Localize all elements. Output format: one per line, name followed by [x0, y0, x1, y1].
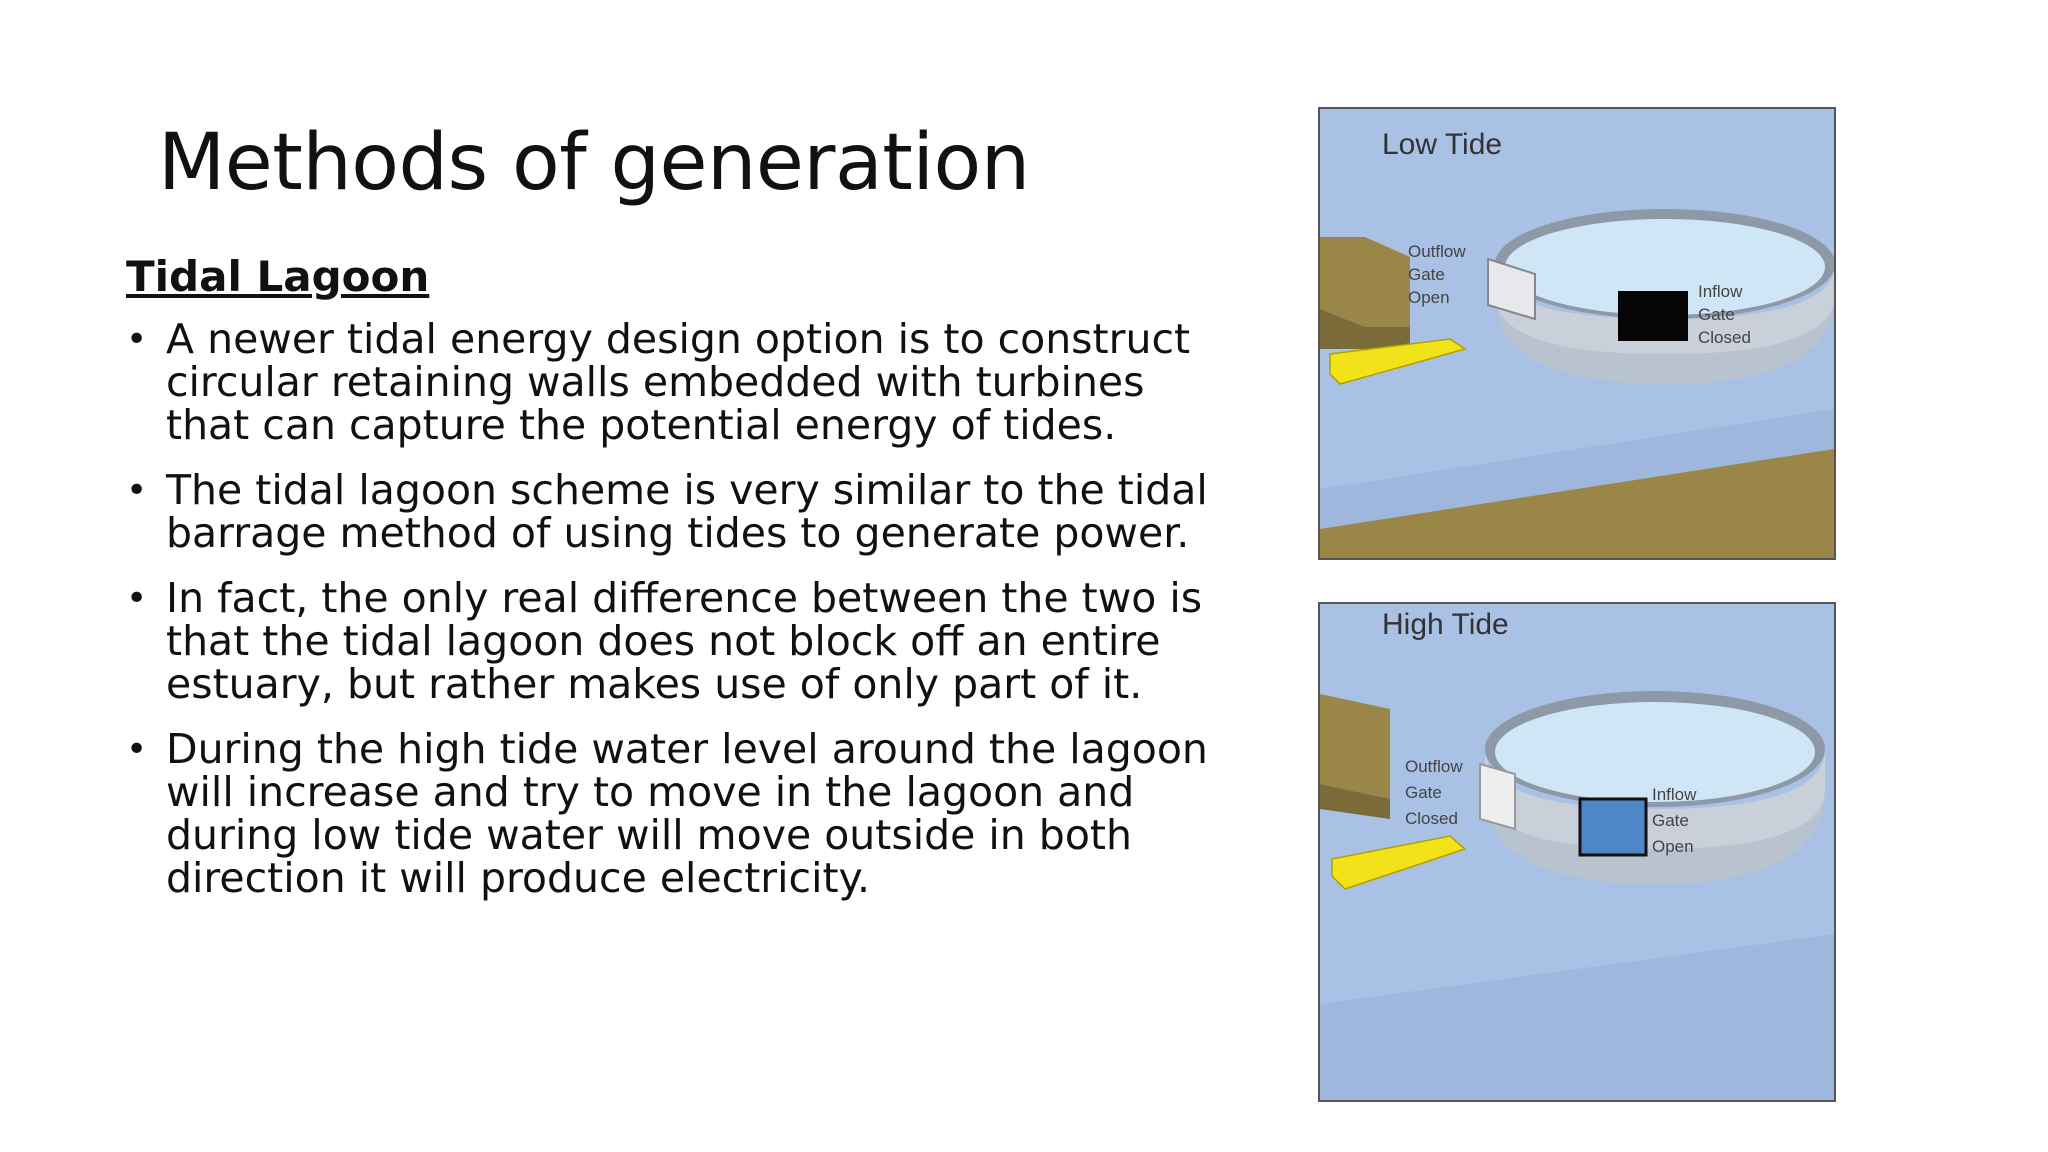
lagoon-water — [1495, 702, 1815, 802]
bullet-text: A newer tidal energy design option is to… — [166, 315, 1191, 449]
water-flow-arrow — [1331, 835, 1467, 890]
inflow-gate — [1578, 797, 1648, 857]
slide-title: Methods of generation — [158, 118, 1030, 208]
inflow-label-line: Gate — [1698, 305, 1735, 324]
sand-bank-left-side — [1320, 784, 1390, 819]
bullet-dot: • — [126, 470, 148, 511]
bullet-text: During the high tide water level around … — [166, 725, 1208, 902]
outflow-label-line: Open — [1408, 288, 1450, 307]
sand-bank-left-side — [1320, 309, 1410, 349]
bullet-dot: • — [126, 319, 148, 360]
bullet-text: The tidal lagoon scheme is very similar … — [166, 466, 1208, 557]
outflow-gate — [1487, 257, 1536, 321]
lagoon-wall-front — [1495, 264, 1834, 354]
low-tide-illustration: Low Tide Outflow Gate Open Inflow Gate C… — [1320, 109, 1834, 558]
section-heading: Tidal Lagoon — [126, 252, 430, 301]
seabed — [1320, 934, 1834, 1100]
outflow-label-line: Gate — [1408, 265, 1445, 284]
sand-bank-left — [1320, 694, 1390, 799]
lagoon-wall — [1495, 264, 1834, 384]
figure-title: Low Tide — [1382, 128, 1502, 161]
lagoon-water — [1505, 219, 1825, 315]
figure-title: High Tide — [1382, 608, 1509, 641]
lagoon-wall-front — [1485, 749, 1825, 849]
bullet-dot: • — [126, 729, 148, 770]
outflow-label-line: Gate — [1405, 783, 1442, 802]
bullet-dot: • — [126, 578, 148, 619]
sand-bank-bottom — [1320, 449, 1834, 558]
inflow-label-line: Inflow — [1652, 785, 1697, 804]
bullet-item: • The tidal lagoon scheme is very similar… — [120, 469, 1210, 555]
sand-bank-left — [1320, 237, 1410, 327]
outflow-gate — [1479, 762, 1516, 831]
bullet-item: • In fact, the only real difference betwe… — [120, 577, 1210, 706]
inflow-label-line: Closed — [1698, 328, 1751, 347]
inflow-gate — [1618, 291, 1688, 341]
lagoon-wall — [1485, 749, 1825, 884]
inflow-label-line: Inflow — [1698, 282, 1743, 301]
high-tide-figure: High Tide Outflow Gate Closed Inflow Gat… — [1318, 602, 1836, 1102]
outflow-label-line: Closed — [1405, 809, 1458, 828]
bullet-text: In fact, the only real difference betwee… — [166, 574, 1203, 708]
outflow-label-line: Outflow — [1405, 757, 1463, 776]
water-flow-arrow — [1329, 338, 1467, 385]
bullet-item: • A newer tidal energy design option is t… — [120, 318, 1210, 447]
inflow-label-line: Gate — [1652, 811, 1689, 830]
bullet-item: • During the high tide water level around… — [120, 728, 1210, 900]
outflow-label-line: Outflow — [1408, 242, 1466, 261]
low-tide-figure: Low Tide Outflow Gate Open Inflow Gate C… — [1318, 107, 1836, 560]
inflow-label-line: Open — [1652, 837, 1694, 856]
high-tide-illustration: High Tide Outflow Gate Closed Inflow Gat… — [1320, 604, 1834, 1100]
bullet-list: • A newer tidal energy design option is t… — [120, 318, 1210, 922]
